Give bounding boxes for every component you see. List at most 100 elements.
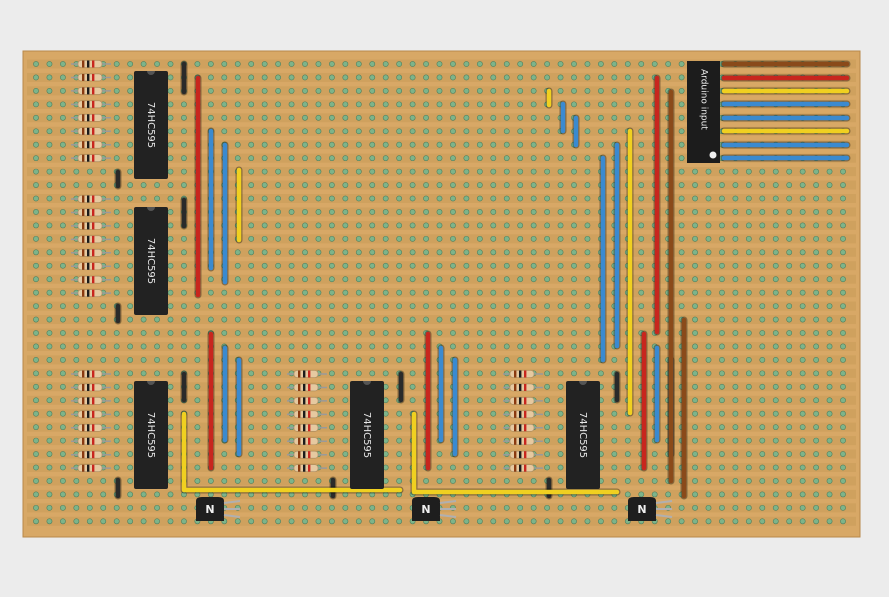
hole [692, 209, 698, 215]
hole [840, 451, 846, 457]
hole [719, 168, 725, 175]
hole [46, 478, 53, 484]
hole [342, 114, 349, 121]
hole [409, 343, 416, 350]
hole [745, 356, 752, 363]
hole [46, 88, 53, 94]
hole [732, 316, 739, 323]
hole [490, 276, 497, 283]
hole [275, 343, 281, 350]
hole [127, 330, 134, 336]
hole [503, 518, 510, 525]
hole [745, 464, 752, 471]
hole [530, 74, 537, 81]
hole [113, 356, 120, 363]
resistor-band [82, 127, 85, 135]
hole [678, 141, 685, 148]
resistor-band [92, 249, 95, 257]
hole [813, 289, 819, 296]
hole [248, 424, 255, 431]
hole [127, 424, 134, 431]
hole [840, 330, 846, 336]
hole [194, 451, 201, 457]
hole [772, 356, 779, 363]
hole [181, 262, 187, 269]
hole [328, 410, 335, 417]
hole [127, 356, 134, 363]
hole [248, 370, 255, 377]
hole [275, 168, 281, 175]
hole [490, 343, 497, 350]
hole [248, 114, 255, 121]
hole [584, 370, 591, 377]
hole [181, 356, 187, 363]
hole [315, 518, 322, 525]
hole [234, 141, 241, 148]
hole [826, 276, 833, 283]
hole [436, 330, 443, 336]
hole [450, 464, 456, 471]
hole [772, 410, 779, 417]
hole [692, 478, 698, 484]
hole [638, 195, 645, 202]
hole [382, 128, 389, 135]
hole [678, 195, 685, 202]
hole [328, 222, 335, 229]
hole [544, 61, 550, 67]
hole [530, 209, 537, 215]
hole [598, 128, 604, 135]
resistor [509, 383, 535, 392]
hole [745, 316, 752, 323]
hole [732, 289, 739, 296]
hole [221, 316, 228, 323]
hole [826, 330, 833, 336]
hole [826, 249, 833, 256]
hole [719, 182, 725, 188]
hole [261, 168, 268, 175]
hole [328, 424, 335, 431]
hole [584, 343, 591, 350]
hole [503, 101, 510, 108]
hole [624, 114, 631, 121]
hole [33, 518, 39, 525]
hole [234, 518, 241, 525]
hole [745, 330, 752, 336]
hole [557, 276, 564, 283]
hole [692, 330, 698, 336]
hole [288, 276, 295, 283]
resistor [77, 410, 103, 419]
hole [328, 209, 335, 215]
hole [611, 61, 618, 67]
hole [167, 209, 174, 215]
hole [678, 128, 685, 135]
hole [342, 289, 349, 296]
hole [261, 74, 268, 81]
hole [167, 195, 174, 202]
hole [127, 209, 134, 215]
hole [73, 303, 80, 309]
hole [369, 356, 376, 363]
hole [571, 356, 577, 363]
hole [288, 478, 295, 484]
hole [409, 262, 416, 269]
hole [678, 504, 685, 511]
hole [382, 182, 389, 188]
resistor-band [514, 370, 517, 378]
resistor-band [92, 154, 95, 162]
hole [275, 155, 281, 162]
hole [396, 61, 403, 67]
hole [302, 182, 308, 188]
hole [60, 222, 66, 229]
hole [544, 370, 550, 377]
hole [719, 478, 725, 484]
hole [382, 504, 389, 511]
hole [490, 141, 497, 148]
hole [60, 303, 66, 309]
hole [140, 330, 147, 336]
hole [584, 168, 591, 175]
hole [544, 168, 550, 175]
hole [355, 303, 362, 309]
hole [436, 114, 443, 121]
resistor-band [92, 276, 95, 284]
hole [530, 88, 537, 94]
